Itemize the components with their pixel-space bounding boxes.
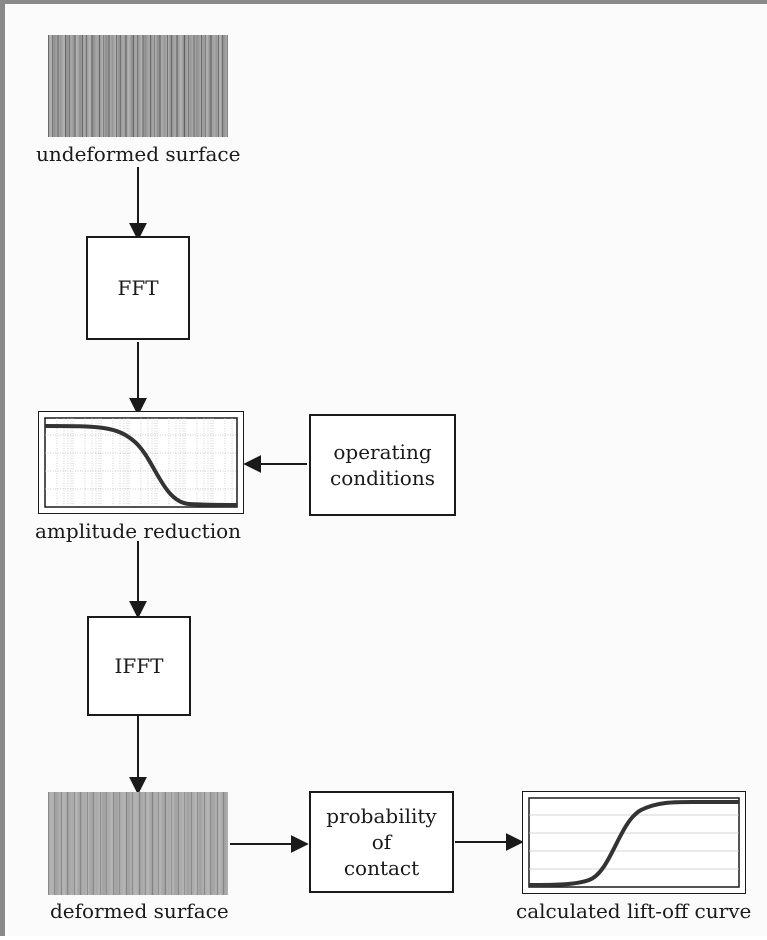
probability-line-3: contact [343,856,420,880]
amplitude-reduction-curve [44,424,238,507]
lift-off-curve [528,800,739,887]
probability-of-contact-box: probability of contact [309,791,454,893]
lift-off-curve-plot [522,791,746,894]
fft-label: FFT [117,276,159,300]
probability-line-2: of [371,830,392,854]
operating-conditions-line-2: conditions [330,466,435,490]
connector-layer [129,167,524,853]
undeformed-surface-image [48,35,228,137]
deformed-surface-image [48,792,228,895]
deformed-surface-label: deformed surface [50,899,229,923]
lift-off-curve-graph [528,797,740,888]
operating-conditions-box: operating conditions [309,414,456,516]
undeformed-surface-label: undeformed surface [36,142,241,166]
fft-box: FFT [86,236,190,340]
amplitude-reduction-label: amplitude reduction [35,519,242,543]
amplitude-grid [45,418,237,507]
ifft-label: IFFT [114,654,164,678]
amplitude-reduction-plot [38,411,244,514]
amplitude-reduction-graph [44,417,238,508]
probability-line-1: probability [326,804,437,828]
operating-conditions-line-1: operating [333,440,432,464]
ifft-box: IFFT [87,616,191,716]
calculated-lift-off-curve-label: calculated lift-off curve [516,899,752,923]
